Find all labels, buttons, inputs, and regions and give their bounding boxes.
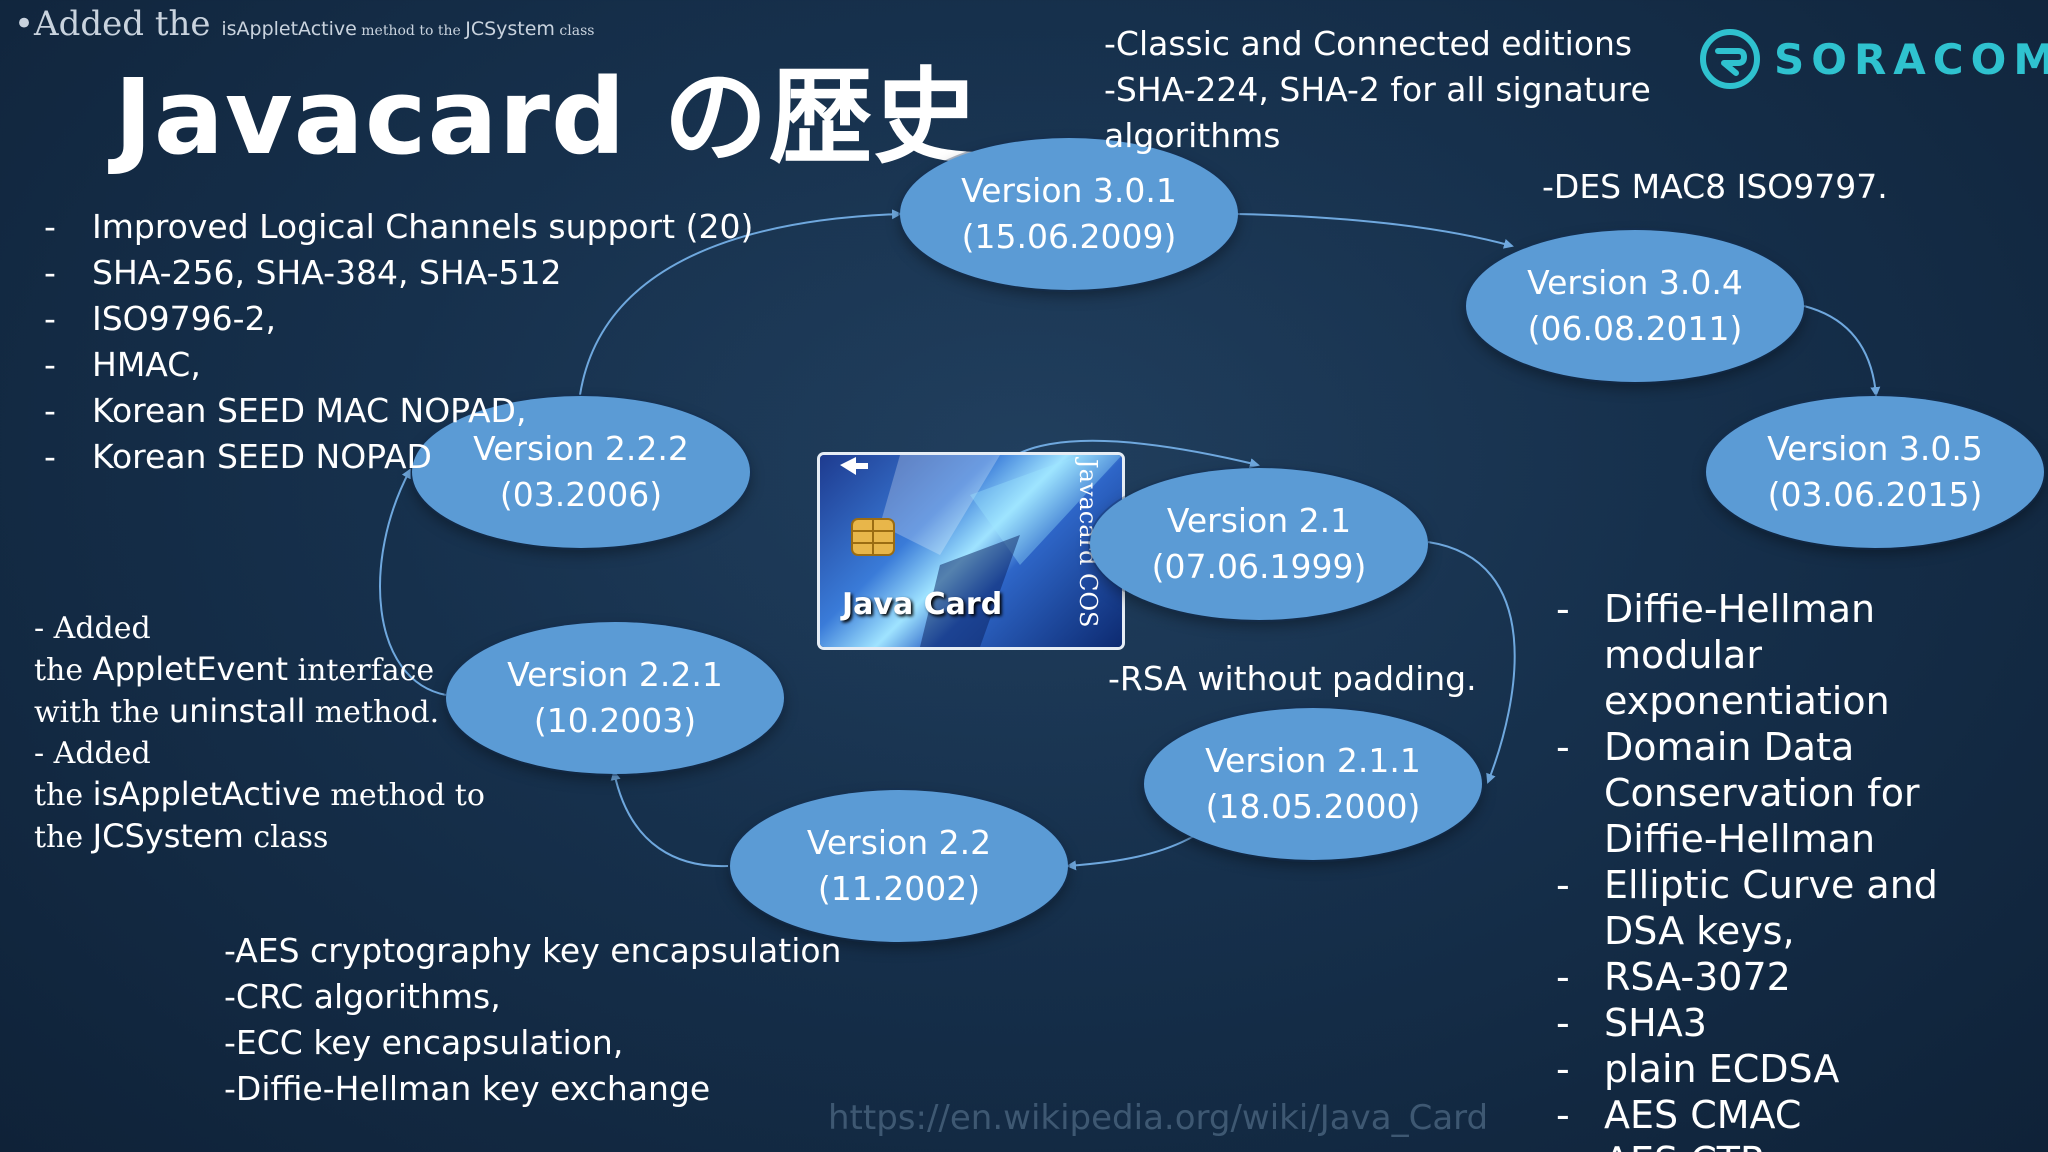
java-card-image: Java Card Javacard COS: [820, 455, 1122, 647]
version-name: Version 3.0.5: [1767, 429, 1983, 468]
version-name: Version 2.1: [1166, 501, 1352, 540]
list-item: ISO9796-2,: [44, 296, 753, 342]
version-name: Version 3.0.4: [1527, 263, 1743, 302]
version-date: (18.05.2000): [1205, 787, 1421, 826]
version-date: (07.06.1999): [1151, 547, 1367, 586]
list-item: Elliptic Curve and DSA keys,: [1556, 862, 2026, 954]
soracom-logo: SORACOM: [1698, 22, 2048, 96]
list-item: Korean SEED MAC NOPAD,: [44, 388, 753, 434]
arrow-2-2-1-to-2-2-2: [379, 468, 447, 696]
header-note-prefix: •Added the: [14, 4, 222, 44]
version-name: Version 2.2: [806, 823, 992, 862]
header-note-class: JCSystem: [465, 18, 555, 40]
header-note: •Added the isAppletActive method to the …: [14, 4, 594, 44]
list-item: Korean SEED NOPAD: [44, 434, 753, 480]
list-item: SHA3: [1556, 1000, 2026, 1046]
version-name: Version 2.1.1: [1205, 741, 1421, 780]
list-item: AES CMAC: [1556, 1092, 2026, 1138]
note-line: - Added: [34, 611, 151, 646]
version-node-2-1: Version 2.1 (07.06.1999): [1090, 468, 1428, 620]
note-line: -ECC key encapsulation,: [224, 1023, 624, 1062]
arrow-2-1-1-to-2-2: [1066, 835, 1195, 871]
header-note-suffix: class: [554, 23, 595, 39]
note-line: -Diffie-Hellman key exchange: [224, 1069, 711, 1108]
version-date: (06.08.2011): [1527, 309, 1743, 348]
version-date: (03.06.2015): [1767, 475, 1983, 514]
note-line: -AES cryptography key encapsulation: [224, 931, 842, 970]
list-item: RSA-3072: [1556, 954, 2026, 1000]
header-note-method: isAppletActive: [221, 18, 357, 40]
notes-v221: - Added the AppletEvent interface with t…: [34, 608, 485, 858]
note-line: with the uninstall method.: [34, 692, 440, 730]
notes-v301: -Classic and Connected editions -SHA-224…: [1104, 21, 1651, 159]
version-date: (15.06.2009): [961, 217, 1177, 256]
card-label: Java Card: [842, 587, 1003, 622]
header-note-mid: method to the: [356, 23, 466, 39]
list-item: SHA-256, SHA-384, SHA-512: [44, 250, 753, 296]
arrow-3-0-4-to-3-0-5: [1803, 305, 1881, 397]
version-date: (10.2003): [533, 701, 697, 740]
version-node-2-2-1: Version 2.2.1 (10.2003): [446, 622, 784, 774]
list-item: plain ECDSA: [1556, 1046, 2026, 1092]
version-node-3-0-4: Version 3.0.4 (06.08.2011): [1466, 230, 1804, 382]
list-item: Diffie-Hellman modular exponentiation: [1556, 586, 2026, 724]
note-line: -Classic and Connected editions: [1104, 24, 1633, 63]
notes-v211: -RSA without padding.: [1108, 659, 1477, 698]
arrow-3-0-1-to-3-0-4: [1235, 213, 1514, 249]
soracom-logo-icon: [1700, 29, 1760, 89]
version-node-3-0-1: Version 3.0.1 (15.06.2009): [900, 138, 1238, 290]
note-line: -SHA-224, SHA-2 for all signature: [1104, 70, 1651, 109]
notes-v305: Diffie-Hellman modular exponentiation Do…: [1556, 586, 2026, 1152]
note-line: the AppletEvent interface: [34, 650, 435, 688]
note-line: algorithms: [1104, 116, 1281, 155]
arrow-2-1-to-2-1-1: [1427, 541, 1516, 784]
page-title: Javacard の歴史: [114, 56, 979, 178]
java-card-graphic: [840, 455, 1122, 647]
version-node-2-1-1: Version 2.1.1 (18.05.2000): [1144, 708, 1482, 860]
soracom-logo-text: SORACOM: [1774, 34, 2048, 84]
notes-v222: Improved Logical Channels support (20) S…: [44, 204, 753, 480]
note-line: the JCSystem class: [34, 817, 329, 855]
note-line: -CRC algorithms,: [224, 977, 501, 1016]
source-url[interactable]: https://en.wikipedia.org/wiki/Java_Card: [828, 1098, 1489, 1138]
notes-v22: -AES cryptography key encapsulation -CRC…: [224, 928, 841, 1112]
note-line: - Added: [34, 736, 151, 771]
version-node-2-2: Version 2.2 (11.2002): [730, 790, 1068, 942]
version-name: Version 2.2.1: [507, 655, 723, 694]
notes-v304: -DES MAC8 ISO9797.: [1542, 167, 1888, 206]
list-item: AES CTR.: [1556, 1138, 2026, 1152]
version-date: (03.2006): [499, 475, 663, 514]
version-node-3-0-5: Version 3.0.5 (03.06.2015): [1706, 396, 2044, 548]
version-date: (11.2002): [817, 869, 981, 908]
list-item: Domain Data Conservation for Diffie-Hell…: [1556, 724, 2026, 862]
note-line: the isAppletActive method to: [34, 775, 485, 813]
list-item: Improved Logical Channels support (20): [44, 204, 753, 250]
arrow-2-2-to-2-2-1: [610, 770, 729, 868]
list-item: HMAC,: [44, 342, 753, 388]
version-name: Version 3.0.1: [961, 171, 1177, 210]
